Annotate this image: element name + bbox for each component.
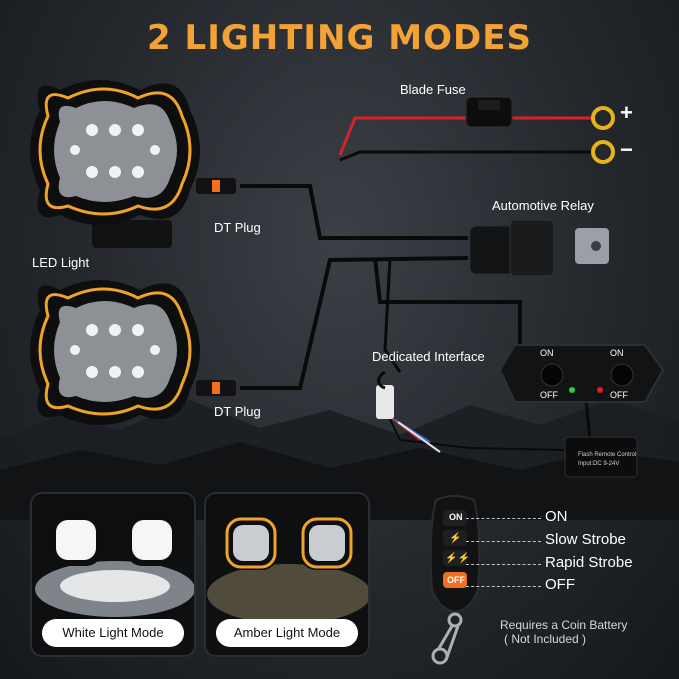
legend-on: ON bbox=[545, 508, 568, 525]
battery-note-line1: Requires a Coin Battery bbox=[500, 618, 628, 632]
automotive-relay-label: Automotive Relay bbox=[492, 198, 594, 213]
flash-controller bbox=[564, 436, 638, 478]
blade-fuse-label: Blade Fuse bbox=[400, 82, 466, 97]
white-light-mode-panel: White Light Mode bbox=[30, 492, 196, 657]
legend-line-on bbox=[466, 518, 541, 519]
led-light-bottom bbox=[30, 280, 200, 425]
white-mode-illustration bbox=[35, 514, 194, 617]
remote-off-button: OFF bbox=[447, 575, 465, 585]
switch-left-off: OFF bbox=[540, 390, 558, 400]
rapid-strobe-icon: ⚡⚡ bbox=[445, 553, 470, 564]
battery-note-line2: ( Not Included ) bbox=[504, 632, 587, 646]
legend-off: OFF bbox=[545, 576, 575, 593]
legend-rapid-strobe: Rapid Strobe bbox=[545, 554, 633, 571]
switch-left-on: ON bbox=[540, 348, 554, 358]
slow-strobe-icon: ⚡ bbox=[449, 533, 462, 544]
battery-note: Requires a Coin Battery ( Not Included ) bbox=[500, 618, 627, 646]
legend-line-slow bbox=[466, 541, 541, 542]
negative-terminal-label: − bbox=[620, 137, 633, 162]
dt-plug-top-shape bbox=[196, 178, 236, 194]
white-mode-caption: White Light Mode bbox=[42, 619, 184, 647]
controller-input: Input:DC 9-24V bbox=[578, 461, 620, 467]
amber-mode-illustration bbox=[207, 516, 368, 624]
legend-line-rapid bbox=[466, 564, 541, 565]
switch-box bbox=[498, 344, 665, 403]
legend-slow-strobe: Slow Strobe bbox=[545, 531, 626, 548]
dedicated-interface-label: Dedicated Interface bbox=[372, 349, 485, 364]
dt-plug-top-label: DT Plug bbox=[214, 220, 261, 235]
blade-fuse bbox=[465, 96, 513, 128]
dt-plug-bottom-label: DT Plug bbox=[214, 404, 261, 419]
remote-on-button: ON bbox=[449, 512, 463, 522]
switch-right-off: OFF bbox=[610, 390, 628, 400]
page-title: 2 LIGHTING MODES bbox=[147, 18, 532, 58]
interface-plug bbox=[376, 370, 394, 419]
led-light-label: LED Light bbox=[32, 255, 90, 270]
led-light-top bbox=[30, 80, 200, 248]
positive-terminal-label: + bbox=[620, 100, 633, 125]
amber-light-mode-panel: Amber Light Mode bbox=[204, 492, 370, 657]
dt-plug-bottom-shape bbox=[196, 380, 236, 396]
amber-mode-caption: Amber Light Mode bbox=[216, 619, 358, 647]
switch-right-on: ON bbox=[610, 348, 624, 358]
legend-line-off bbox=[466, 586, 541, 587]
remote-fob bbox=[429, 495, 481, 665]
controller-title: Flash Remote Control bbox=[578, 452, 637, 458]
automotive-relay bbox=[469, 219, 609, 277]
